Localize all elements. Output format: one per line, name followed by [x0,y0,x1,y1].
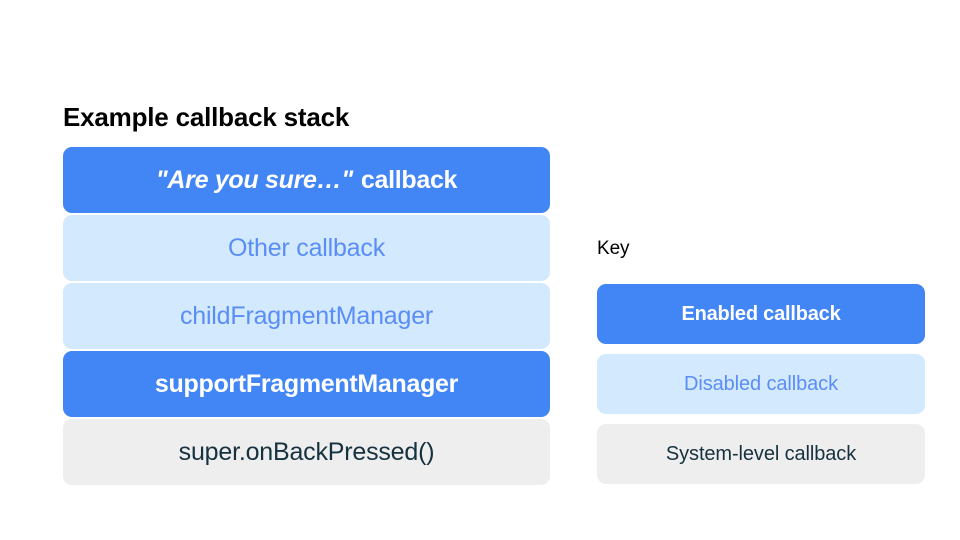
callback-stack-list: "Are you sure…" callback Other callback … [63,147,550,485]
stack-title: Example callback stack [63,102,350,132]
stack-item-other-callback: Other callback [63,215,550,281]
stack-item-plain-text: callback [360,165,458,194]
key-list: Enabled callback Disabled callback Syste… [597,284,925,484]
key-section: Key Enabled callback Disabled callback S… [597,236,925,484]
stack-item-label: supportFragmentManager [154,369,459,398]
key-title: Key [597,238,630,259]
stack-item-label: childFragmentManager [179,301,434,330]
stack-item-quoted-text: "Are you sure…" [155,165,353,194]
stack-item-super-on-back-pressed: super.onBackPressed() [63,419,550,485]
key-item-system-level-callback: System-level callback [597,424,925,484]
key-item-label: Enabled callback [681,302,841,325]
key-item-label: Disabled callback [684,372,838,395]
stack-item-are-you-sure-callback: "Are you sure…" callback [63,147,550,213]
stack-item-child-fragment-manager: childFragmentManager [63,283,550,349]
key-item-disabled-callback: Disabled callback [597,354,925,414]
stack-item-label: Other callback [228,233,385,262]
stack-item-label: "Are you sure…" callback [155,165,458,195]
stack-item-label: super.onBackPressed() [178,437,435,466]
stack-item-support-fragment-manager: supportFragmentManager [63,351,550,417]
key-item-label: System-level callback [665,442,857,465]
callback-stack-section: Example callback stack "Are you sure…" c… [63,100,550,485]
key-item-enabled-callback: Enabled callback [597,284,925,344]
